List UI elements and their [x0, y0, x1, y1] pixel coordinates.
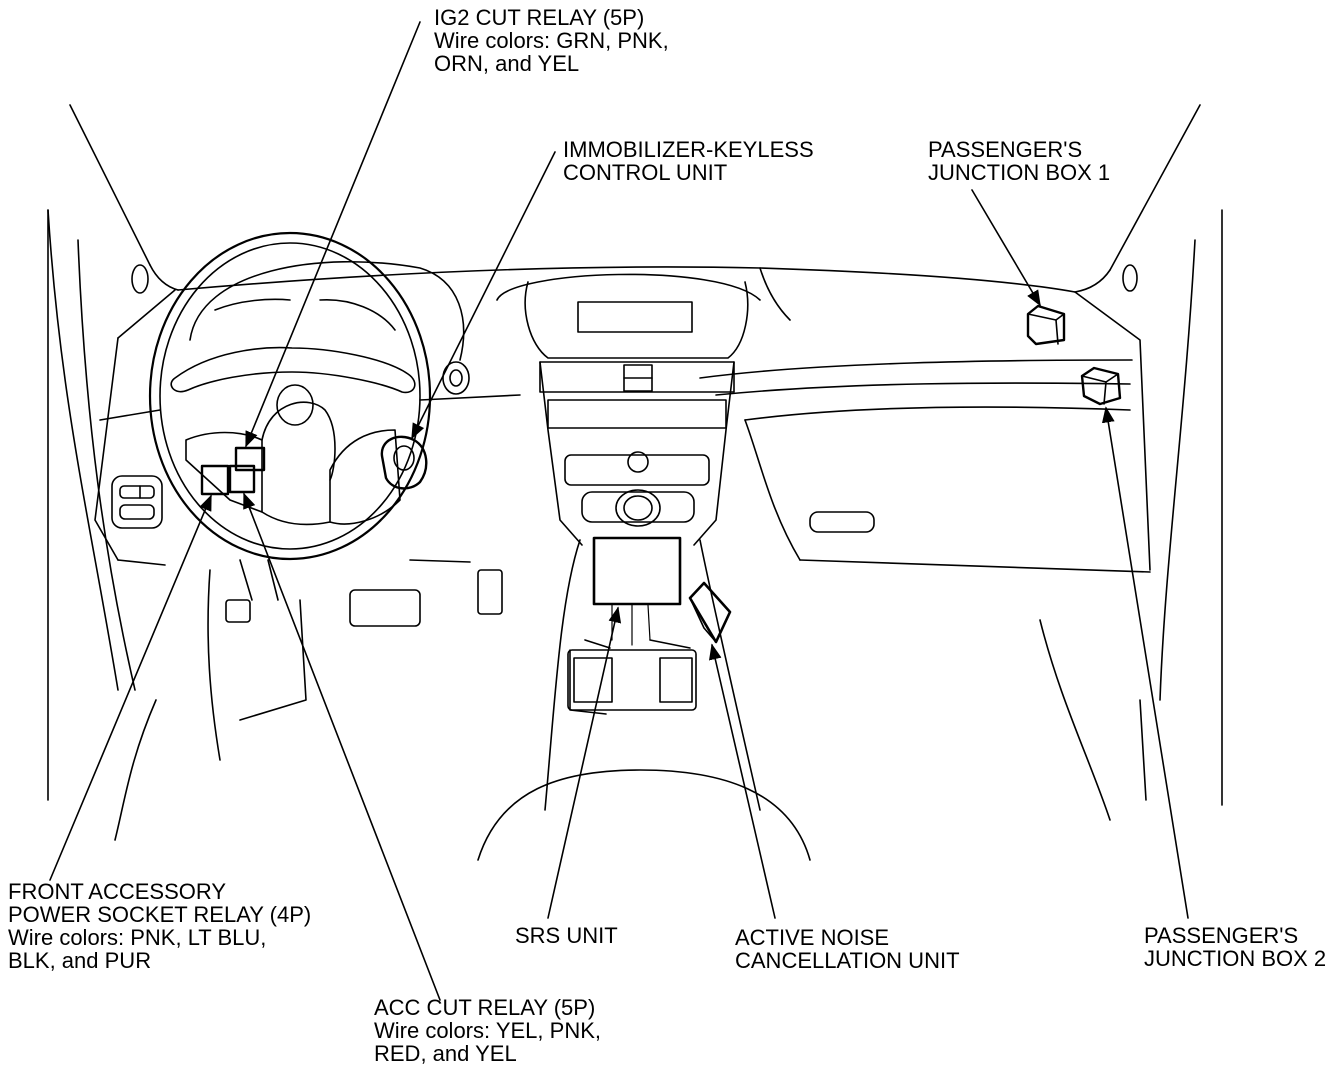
right-a-pillar: [1074, 104, 1223, 806]
leader-acc: [243, 492, 441, 1001]
label-line: CONTROL UNIT: [563, 160, 728, 185]
label-line: SRS UNIT: [515, 923, 618, 948]
label-line: IG2 CUT RELAY (5P): [434, 5, 645, 30]
pedals: [114, 569, 503, 841]
leader-jb1: [971, 189, 1041, 307]
anc-unit-drawing: [688, 581, 732, 644]
leader-srs: [547, 606, 622, 919]
label-line: PASSENGER'S: [1144, 923, 1299, 948]
jb1-drawing: [1026, 304, 1066, 346]
label-srs-unit: SRS UNIT: [515, 924, 618, 947]
label-line: ORN, and YEL: [434, 51, 580, 76]
srs-unit-drawing: [592, 536, 682, 606]
left-vent: [111, 475, 163, 529]
acc-relay-drawing: [228, 464, 256, 494]
immobilizer-unit-drawing: [380, 435, 428, 490]
leader-front-acc: [49, 494, 212, 881]
label-line: CANCELLATION UNIT: [735, 948, 960, 973]
label-ig2-cut-relay: IG2 CUT RELAY (5P) Wire colors: GRN, PNK…: [434, 6, 669, 75]
label-line: ACTIVE NOISE: [735, 925, 890, 950]
label-passenger-junction-box-2: PASSENGER'S JUNCTION BOX 2: [1144, 924, 1326, 970]
leader-lines: [49, 21, 1189, 1001]
label-line: JUNCTION BOX 1: [928, 160, 1111, 185]
label-line: RED, and YEL: [374, 1041, 517, 1066]
label-immobilizer-keyless-control-unit: IMMOBILIZER-KEYLESS CONTROL UNIT: [563, 138, 814, 184]
label-line: PASSENGER'S: [928, 137, 1083, 162]
label-line: FRONT ACCESSORY: [8, 879, 227, 904]
label-line: BLK, and PUR: [8, 948, 152, 973]
leader-anc: [709, 643, 776, 919]
label-line: Wire colors: GRN, PNK,: [434, 28, 669, 53]
label-passenger-junction-box-1: PASSENGER'S JUNCTION BOX 1: [928, 138, 1110, 184]
label-line: Wire colors: YEL, PNK,: [374, 1018, 601, 1043]
label-line: ACC CUT RELAY (5P): [374, 995, 596, 1020]
right-floor-line: [1039, 619, 1111, 821]
left-a-pillar: [47, 104, 179, 801]
dashboard-outline: [94, 266, 1151, 573]
label-line: POWER SOCKET RELAY (4P): [8, 902, 312, 927]
steering-column: [239, 559, 253, 601]
jb2-drawing: [1080, 366, 1122, 406]
label-acc-cut-relay: ACC CUT RELAY (5P) Wire colors: YEL, PNK…: [374, 996, 601, 1065]
label-active-noise-cancellation-unit: ACTIVE NOISE CANCELLATION UNIT: [735, 926, 960, 972]
steering-wheel: [148, 231, 432, 561]
cluster-hood: [189, 260, 465, 361]
leader-immobilizer: [411, 151, 556, 440]
label-line: Wire colors: PNK, LT BLU,: [8, 925, 267, 950]
label-front-accessory-power-socket-relay: FRONT ACCESSORY POWER SOCKET RELAY (4P) …: [8, 880, 311, 972]
center-console: [477, 273, 811, 861]
cluster-knob: [442, 361, 470, 395]
leader-jb2: [1101, 406, 1189, 919]
front-acc-relay-drawing: [200, 464, 230, 496]
label-line: IMMOBILIZER-KEYLESS: [563, 137, 814, 162]
ig2-relay-drawing: [234, 446, 266, 472]
leader-ig2: [245, 21, 421, 448]
glove-box-handle: [809, 511, 875, 533]
label-line: JUNCTION BOX 2: [1144, 946, 1327, 971]
